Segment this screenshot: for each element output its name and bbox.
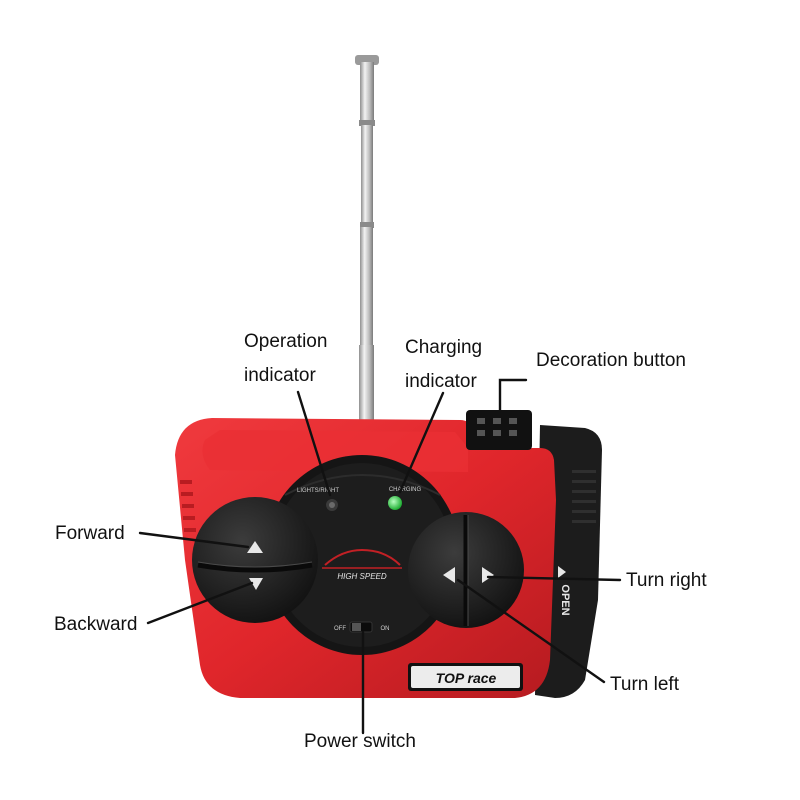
- operation-indicator-line-2: indicator: [244, 364, 316, 386]
- decoration-button-label: Decoration button: [536, 350, 686, 371]
- high-speed-logo: HIGH SPEED: [322, 548, 402, 581]
- operation-indicator-label: Operation indicator: [244, 331, 327, 387]
- steering-pad[interactable]: [408, 512, 524, 628]
- side-grip: [572, 470, 596, 523]
- charging-indicator-label: Charging indicator: [405, 337, 482, 393]
- svg-text:HIGH SPEED: HIGH SPEED: [337, 572, 387, 581]
- backward-label: Backward: [54, 614, 138, 635]
- forward-label: Forward: [55, 523, 125, 544]
- turn-right-label: Turn right: [626, 570, 707, 591]
- antenna: [355, 55, 379, 434]
- charging-indicator-line-2: indicator: [405, 370, 477, 392]
- battery-cover-label: OPEN: [558, 566, 571, 616]
- callout-leader-lines: [138, 378, 622, 735]
- turn-right-arrow-icon[interactable]: [482, 567, 494, 583]
- charging-indicator-line-1: Charging: [405, 337, 483, 358]
- forward-arrow-icon[interactable]: [247, 541, 263, 553]
- backward-arrow-icon[interactable]: [249, 578, 263, 590]
- turn-left-label: Turn left: [610, 674, 679, 695]
- brand-logo: TOP race: [436, 670, 497, 686]
- turn-left-arrow-icon[interactable]: [443, 567, 455, 583]
- center-panel: [264, 455, 460, 655]
- switch-on-label: ON: [381, 626, 390, 632]
- led-label-left: LIGHTS/RIGHT: [297, 488, 339, 494]
- decoration-button[interactable]: [466, 410, 532, 450]
- forward-backward-pad[interactable]: [192, 497, 318, 623]
- left-grip: [180, 480, 196, 532]
- led-label-right: CHARGING: [389, 487, 422, 493]
- power-switch[interactable]: [349, 621, 373, 633]
- brand-plate: TOP race: [408, 663, 523, 691]
- power-switch-label: Power switch: [304, 731, 416, 752]
- charging-indicator-led: [388, 496, 402, 510]
- operation-indicator-led: [326, 499, 338, 511]
- switch-off-label: OFF: [334, 626, 346, 632]
- svg-text:OPEN: OPEN: [559, 584, 571, 615]
- operation-indicator-line-1: Operation: [244, 331, 328, 352]
